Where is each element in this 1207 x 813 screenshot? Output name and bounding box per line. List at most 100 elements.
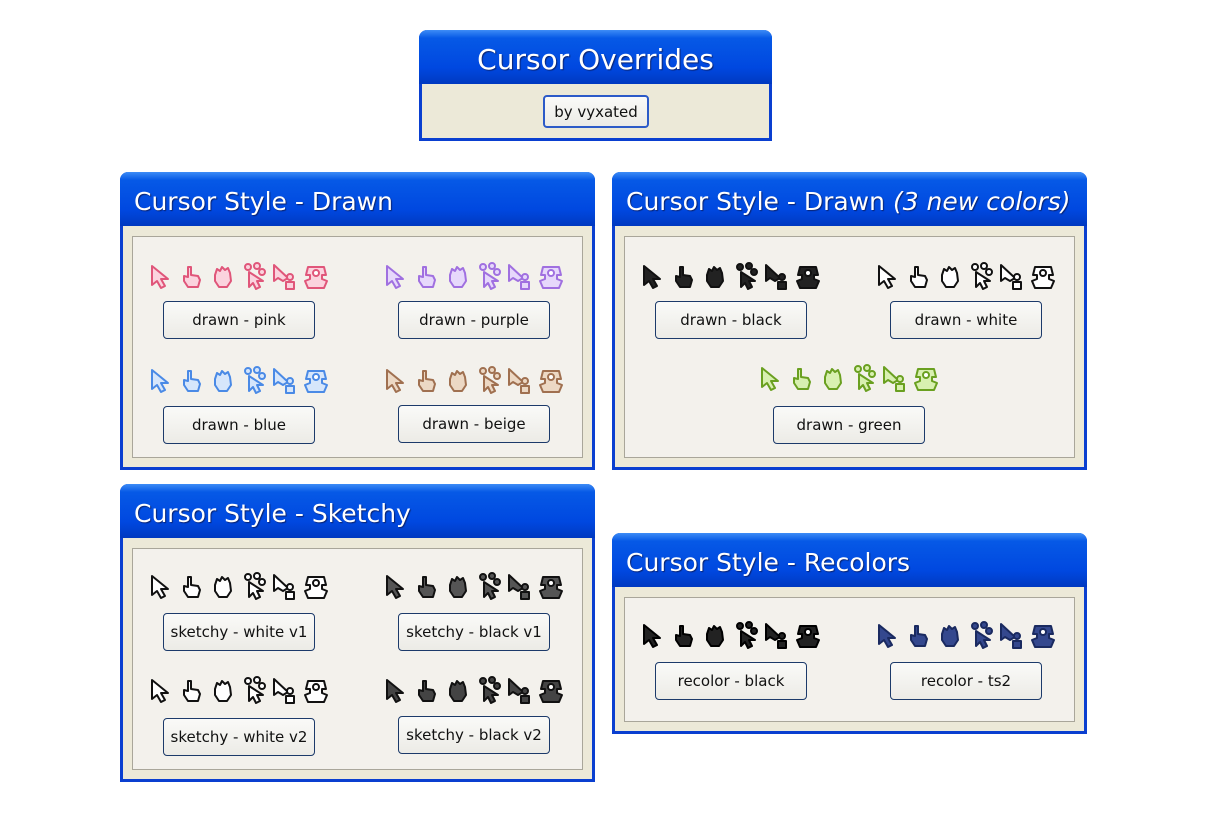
sketchy-white-v1-button[interactable]: sketchy - white v1 [163, 613, 315, 651]
person-select-icon [506, 675, 533, 709]
icon-row-sketchy-white-v2 [147, 669, 329, 709]
header-title: Cursor Overrides [419, 30, 772, 84]
open-hand-icon [444, 571, 471, 605]
open-hand-icon [701, 261, 728, 295]
drawn-green-button[interactable]: drawn - green [773, 406, 925, 444]
drawn-new-panel-title: Cursor Style - Drawn (3 new colors) [612, 172, 1087, 226]
hand-pointer-icon [413, 365, 440, 399]
open-hand-icon [209, 675, 236, 709]
recolors-panel-title: Cursor Style - Recolors [612, 533, 1087, 587]
hand-pointer-icon [670, 261, 697, 295]
busy-cursor-icon [240, 365, 267, 399]
icon-row-purple [382, 255, 564, 295]
open-hand-icon [209, 365, 236, 399]
hand-pointer-icon [905, 261, 932, 295]
arrow-cursor-icon [639, 620, 666, 654]
arrow-cursor-icon [874, 620, 901, 654]
author-button[interactable]: by vyxated [543, 95, 649, 128]
move-cursor-icon [302, 675, 329, 709]
arrow-cursor-icon [639, 261, 666, 295]
person-select-icon [998, 620, 1025, 654]
drawn-new-panel: Cursor Style - Drawn (3 new colors) draw… [612, 172, 1087, 470]
hand-pointer-icon [413, 261, 440, 295]
icon-row-sketchy-black-v1 [382, 565, 564, 605]
person-select-icon [506, 365, 533, 399]
move-cursor-icon [794, 261, 821, 295]
arrow-cursor-icon [757, 363, 784, 397]
busy-cursor-icon [475, 675, 502, 709]
arrow-cursor-icon [874, 261, 901, 295]
hand-pointer-icon [178, 675, 205, 709]
person-select-icon [998, 261, 1025, 295]
open-hand-icon [444, 261, 471, 295]
icon-row-recolor-ts2 [874, 614, 1056, 654]
sketchy-panel: Cursor Style - Sketchy sketchy - white v… [120, 484, 595, 782]
hand-pointer-icon [178, 261, 205, 295]
person-select-icon [271, 365, 298, 399]
move-cursor-icon [302, 571, 329, 605]
sketchy-black-v1-button[interactable]: sketchy - black v1 [398, 613, 550, 651]
recolors-panel: Cursor Style - Recolors recolor - black … [612, 533, 1087, 734]
recolor-black-button[interactable]: recolor - black [655, 662, 807, 700]
busy-cursor-icon [967, 620, 994, 654]
arrow-cursor-icon [382, 571, 409, 605]
move-cursor-icon [537, 675, 564, 709]
busy-cursor-icon [475, 261, 502, 295]
title-suffix: (3 new colors) [892, 187, 1071, 216]
icon-row-white [874, 255, 1056, 295]
open-hand-icon [444, 365, 471, 399]
drawn-black-button[interactable]: drawn - black [655, 301, 807, 339]
drawn-new-panel-content: drawn - black drawn - white drawn - gree… [624, 236, 1075, 458]
move-cursor-icon [912, 363, 939, 397]
busy-cursor-icon [967, 261, 994, 295]
hand-pointer-icon [178, 365, 205, 399]
busy-cursor-icon [475, 365, 502, 399]
hand-pointer-icon [413, 571, 440, 605]
person-select-icon [271, 261, 298, 295]
icon-row-sketchy-black-v2 [382, 669, 564, 709]
busy-cursor-icon [475, 571, 502, 605]
sketchy-white-v2-button[interactable]: sketchy - white v2 [163, 718, 315, 756]
move-cursor-icon [794, 620, 821, 654]
recolors-panel-content: recolor - black recolor - ts2 [624, 597, 1075, 722]
drawn-panel-content: drawn - pink drawn - purple drawn - blue… [132, 236, 583, 458]
recolor-ts2-button[interactable]: recolor - ts2 [890, 662, 1042, 700]
move-cursor-icon [537, 571, 564, 605]
move-cursor-icon [537, 365, 564, 399]
person-select-icon [271, 675, 298, 709]
person-select-icon [881, 363, 908, 397]
title-text: Cursor Style - Drawn [626, 187, 885, 216]
busy-cursor-icon [240, 261, 267, 295]
open-hand-icon [209, 261, 236, 295]
icon-row-green [757, 357, 939, 397]
icon-row-recolor-black [639, 614, 821, 654]
hand-pointer-icon [413, 675, 440, 709]
busy-cursor-icon [732, 261, 759, 295]
busy-cursor-icon [240, 571, 267, 605]
hand-pointer-icon [905, 620, 932, 654]
hand-pointer-icon [670, 620, 697, 654]
drawn-blue-button[interactable]: drawn - blue [163, 406, 315, 444]
move-cursor-icon [1029, 620, 1056, 654]
sketchy-black-v2-button[interactable]: sketchy - black v2 [398, 716, 550, 754]
drawn-beige-button[interactable]: drawn - beige [398, 405, 550, 443]
icon-row-black [639, 255, 821, 295]
drawn-panel: Cursor Style - Drawn drawn - pink drawn … [120, 172, 595, 470]
sketchy-panel-content: sketchy - white v1 sketchy - black v1 sk… [132, 548, 583, 770]
drawn-white-button[interactable]: drawn - white [890, 301, 1042, 339]
open-hand-icon [819, 363, 846, 397]
arrow-cursor-icon [382, 675, 409, 709]
header-panel: Cursor Overrides by vyxated [419, 30, 772, 141]
icon-row-blue [147, 359, 329, 399]
move-cursor-icon [302, 261, 329, 295]
person-select-icon [271, 571, 298, 605]
drawn-purple-button[interactable]: drawn - purple [398, 301, 550, 339]
arrow-cursor-icon [147, 261, 174, 295]
move-cursor-icon [537, 261, 564, 295]
drawn-pink-button[interactable]: drawn - pink [163, 301, 315, 339]
hand-pointer-icon [178, 571, 205, 605]
busy-cursor-icon [240, 675, 267, 709]
open-hand-icon [936, 620, 963, 654]
open-hand-icon [444, 675, 471, 709]
open-hand-icon [701, 620, 728, 654]
